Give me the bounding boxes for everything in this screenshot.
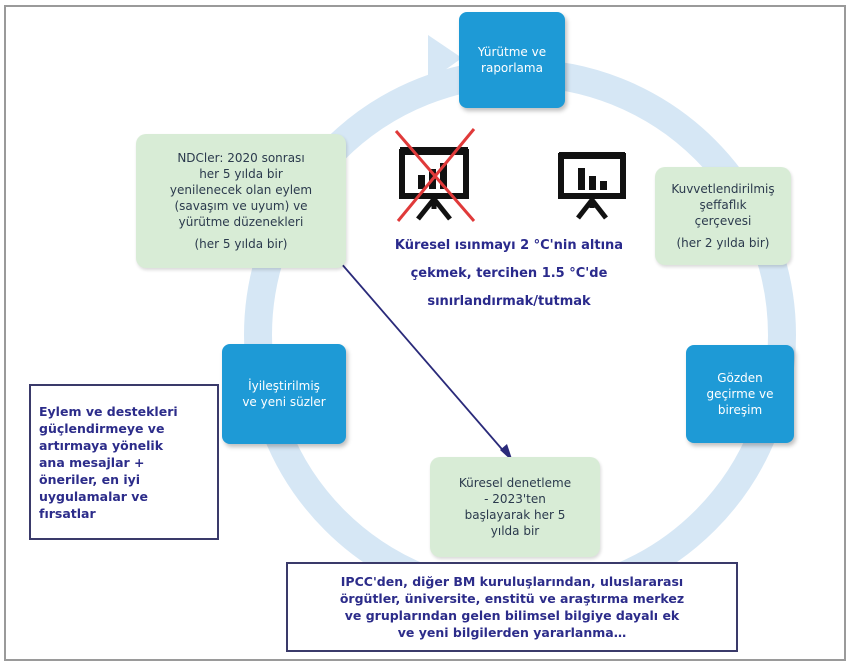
box-text: yenilenecek olan eylem: [169, 183, 313, 197]
box-text: Kuvvetlendirilmiş: [671, 182, 775, 196]
box-text: ve yeni bilgilerden yararlanma…: [397, 625, 627, 640]
box-text: başlayarak her 5: [464, 508, 566, 522]
chart-easel-icon: [558, 152, 626, 220]
center-text-line: çekmek, tercihen 1.5 °C'de: [410, 266, 608, 281]
box-text: İyileştirilmiş: [248, 379, 320, 393]
box-text: ve yeni süzler: [242, 395, 326, 409]
box-text: (savaşım ve uyum) ve: [174, 199, 308, 213]
box-gozden-gecirme: Gözden geçirme ve bireşim: [686, 345, 794, 443]
diagram-frame: [4, 5, 846, 661]
chart-easel-icon: [399, 147, 469, 221]
box-text: NDCler: 2020 sonrası: [177, 151, 305, 165]
box-text: - 2023'ten: [484, 492, 546, 506]
box-iyilestirilmis: İyileştirilmiş ve yeni süzler: [222, 344, 346, 444]
box-text: öneriler, en iyi: [39, 471, 141, 487]
box-text: (her 2 yılda bir): [676, 236, 770, 250]
box-text: çerçevesi: [694, 214, 752, 228]
box-text: örgütler, üniversite, enstitü ve araştır…: [339, 591, 685, 606]
box-ipcc: IPCC'den, diğer BM kuruluşlarından, ulus…: [286, 562, 738, 652]
center-text-line: Küresel ısınmayı 2 °C'nin altına: [394, 238, 624, 253]
center-text-line: sınırlandırmak/tutmak: [427, 294, 591, 309]
box-text: raporlama: [481, 61, 543, 75]
connector-arrow-line: [339, 261, 508, 456]
box-text: IPCC'den, diğer BM kuruluşlarından, ulus…: [340, 574, 684, 589]
box-text: yılda bir: [490, 524, 540, 538]
box-text: artırmaya yönelik: [39, 437, 164, 453]
box-text: Yürütme ve: [477, 45, 547, 59]
box-kuvvetlendirilmis: Kuvvetlendirilmiş şeffaflık çerçevesi (h…: [655, 167, 791, 265]
box-kuresel-denetleme: Küresel denetleme - 2023'ten başlayarak …: [430, 457, 600, 557]
box-text: Küresel denetleme: [458, 476, 572, 490]
box-text: güçlendirmeye ve: [39, 420, 165, 436]
box-ndc: NDCler: 2020 sonrası her 5 yılda bir yen…: [136, 134, 346, 268]
box-text: ve gruplarından gelen bilimsel bilgiye d…: [344, 608, 680, 623]
center-goal-text: Küresel ısınmayı 2 °C'nin altına çekmek,…: [378, 232, 640, 316]
box-text: fırsatlar: [39, 505, 96, 521]
box-eylem-destekleri: Eylem ve destekleri güçlendirmeye ve art…: [29, 384, 219, 540]
box-text: (her 5 yılda bir): [194, 237, 288, 251]
box-text: geçirme ve: [706, 387, 774, 401]
box-text: bireşim: [717, 403, 763, 417]
box-text: her 5 yılda bir: [199, 167, 283, 181]
box-text: uygulamalar ve: [39, 488, 148, 504]
crossed-chart-easel-icon: [394, 128, 476, 222]
box-text: ana mesajlar +: [39, 454, 145, 470]
cycle-arrowhead: [428, 35, 462, 82]
box-text: Eylem ve destekleri: [39, 403, 178, 419]
cross-line: [396, 128, 476, 222]
box-text: Gözden: [717, 371, 763, 385]
box-text: şeffaflık: [699, 198, 747, 212]
box-yurutme-raporlama: Yürütme ve raporlama: [459, 12, 565, 108]
box-text: yürütme düzenekleri: [178, 215, 304, 229]
